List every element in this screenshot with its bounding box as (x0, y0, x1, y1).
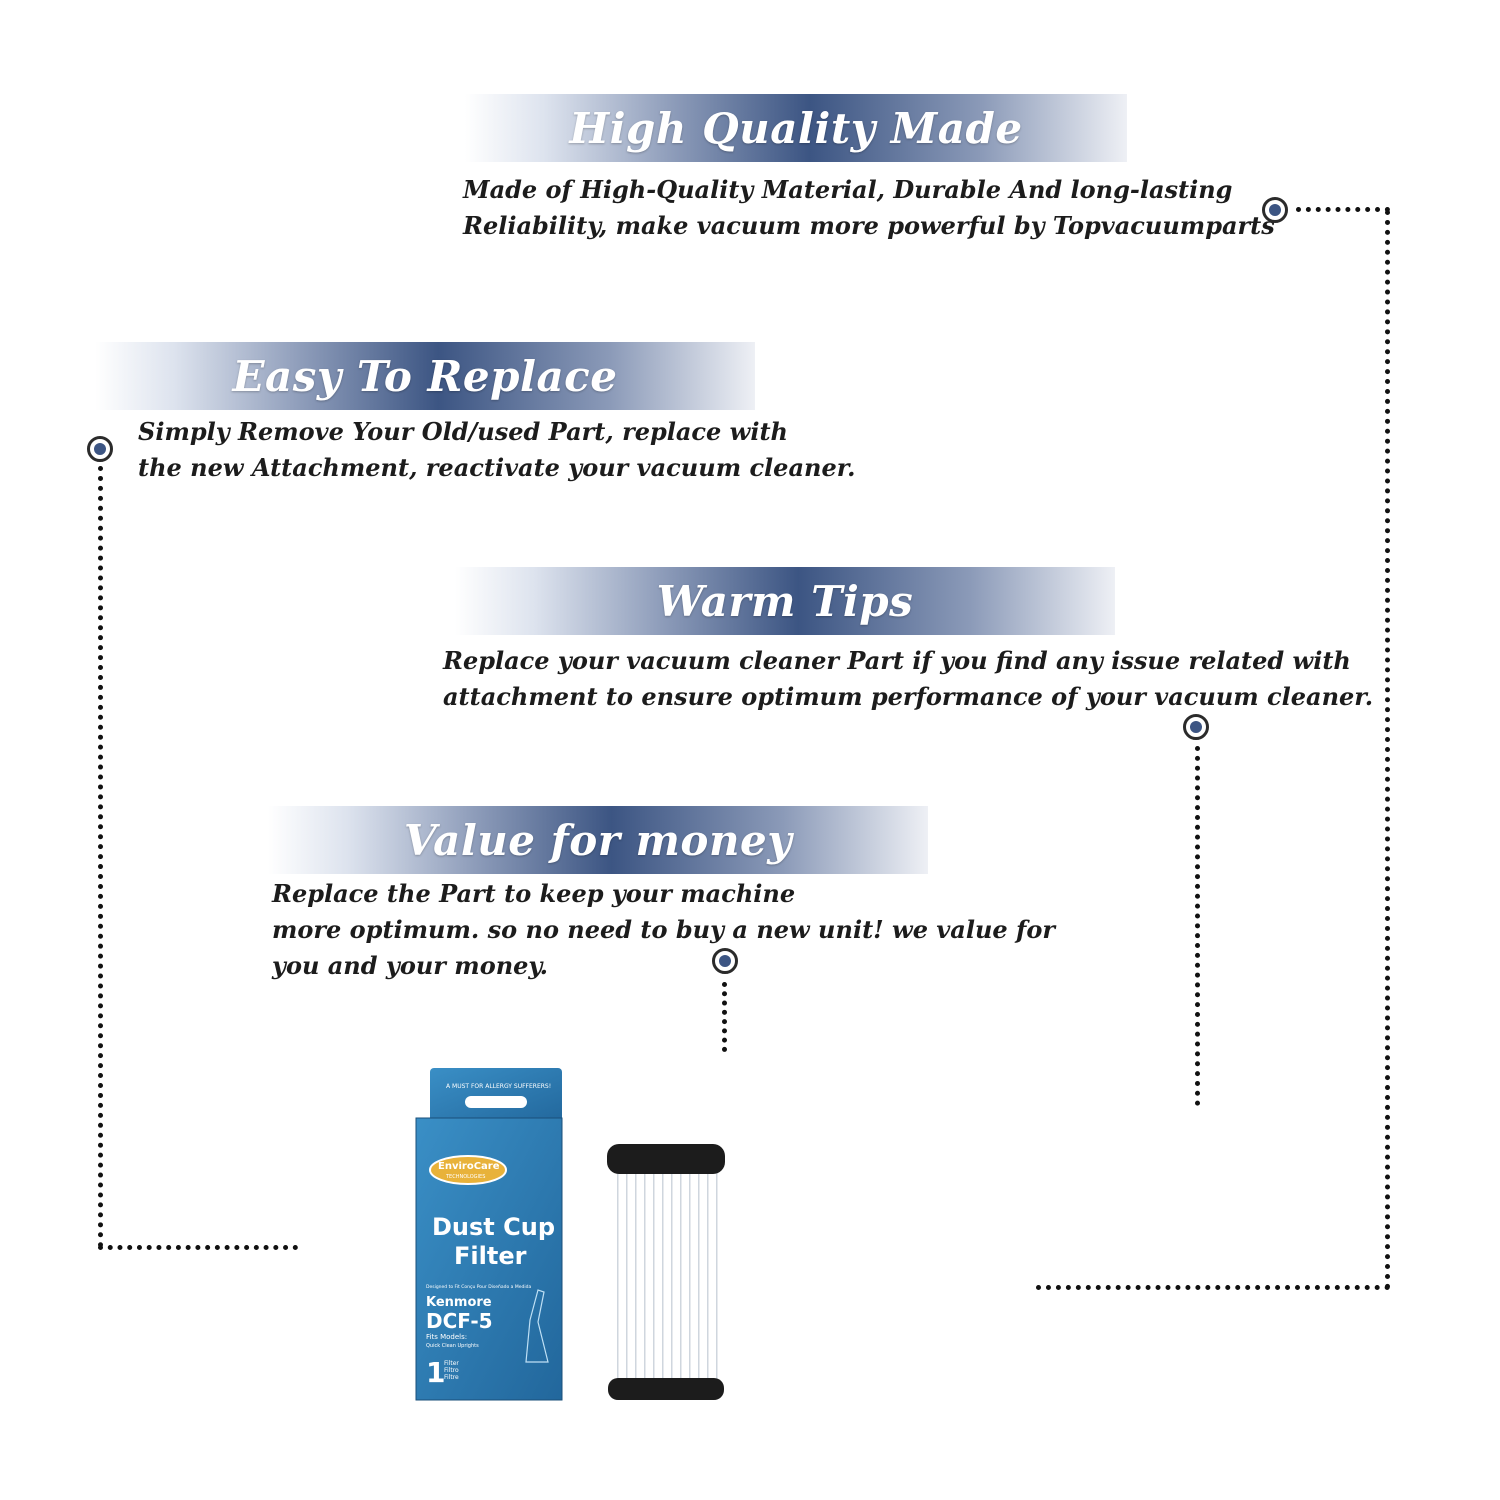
section-description: Replace the Part to keep your machine mo… (272, 876, 1055, 984)
section-title: High Quality Made (569, 103, 1023, 153)
banner-high-quality: High Quality Made (465, 94, 1127, 162)
dotted-connector (98, 466, 108, 1248)
section-description: Made of High-Quality Material, Durable A… (463, 172, 1275, 244)
description-line: the new Attachment, reactivate your vacu… (138, 453, 856, 482)
section-title: Warm Tips (656, 576, 914, 626)
banner-warm-tips: Warm Tips (455, 567, 1115, 635)
product-image: A MUST FOR ALLERGY SUFFERERS! EnviroCare… (415, 1068, 725, 1401)
description-line: Simply Remove Your Old/used Part, replac… (138, 417, 788, 446)
dotted-connector (1195, 746, 1205, 1106)
dotted-connector (1296, 207, 1390, 217)
model-code: DCF-5 (426, 1309, 493, 1333)
product-name-line1: Dust Cup (432, 1213, 555, 1241)
description-line: attachment to ensure optimum performance… (443, 682, 1374, 711)
brand-logo-icon (429, 1155, 507, 1185)
description-line: Replace the Part to keep your machine (272, 879, 796, 908)
count-label: Filtro (444, 1367, 459, 1374)
model-brand: Kenmore (426, 1295, 492, 1310)
fits-value: Quick Clean Uprights (426, 1343, 479, 1349)
vacuum-illustration-icon (525, 1289, 549, 1363)
package-tag-text: A MUST FOR ALLERGY SUFFERERS! (446, 1083, 551, 1090)
dotted-connector (1036, 1285, 1390, 1295)
package-hang-tag (430, 1068, 562, 1124)
dotted-connector (98, 1245, 298, 1255)
description-line: Made of High-Quality Material, Durable A… (463, 175, 1233, 204)
bullet-icon (1183, 714, 1209, 740)
description-line: more optimum. so no need to buy a new un… (272, 915, 1055, 944)
bullet-icon (712, 948, 738, 974)
brand-subtitle: TECHNOLOGIES (445, 1174, 485, 1180)
bullet-icon (87, 436, 113, 462)
section-description: Replace your vacuum cleaner Part if you … (443, 643, 1373, 715)
section-description: Simply Remove Your Old/used Part, replac… (138, 414, 856, 486)
filter-count: 1 (426, 1356, 445, 1389)
description-line: you and your money. (272, 951, 548, 980)
designed-for-text: Designed to Fit Conçu Pour Diseñado a Me… (426, 1284, 531, 1290)
brand-name: EnviroCare (438, 1161, 500, 1172)
product-name-line2: Filter (454, 1242, 527, 1270)
banner-easy-to-replace: Easy To Replace (95, 342, 755, 410)
section-title: Value for money (403, 815, 793, 865)
fits-label: Fits Models: (426, 1333, 467, 1341)
description-line: Reliability, make vacuum more powerful b… (463, 211, 1275, 240)
count-label: Filtre (444, 1374, 459, 1381)
banner-value-for-money: Value for money (268, 806, 928, 874)
bullet-icon (1262, 197, 1288, 223)
section-title: Easy To Replace (232, 351, 618, 401)
dotted-connector (722, 982, 732, 1052)
cylinder-filter-icon (607, 1144, 725, 1400)
dotted-connector (1385, 210, 1395, 1290)
count-label: Filter (444, 1360, 459, 1367)
description-line: Replace your vacuum cleaner Part if you … (443, 646, 1351, 675)
